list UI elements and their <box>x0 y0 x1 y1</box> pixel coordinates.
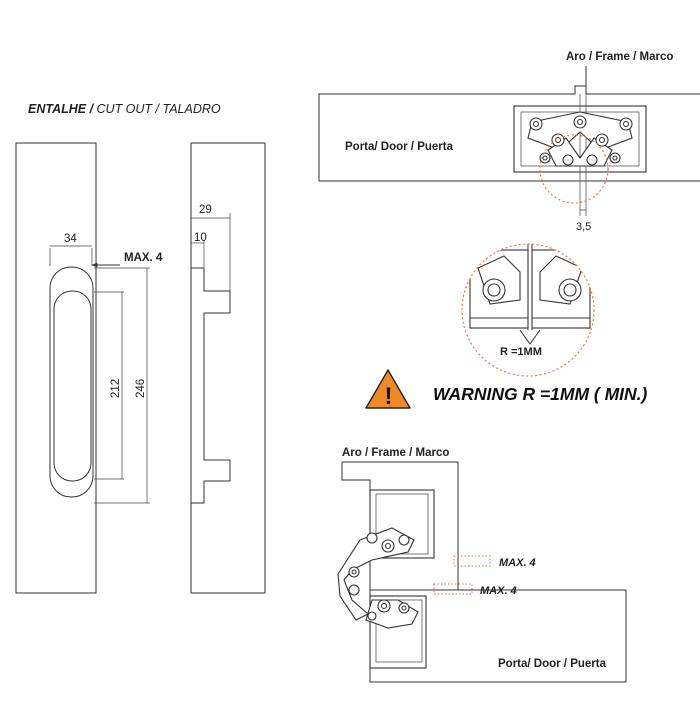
bottom-hinge-detail: Aro / Frame / Marco Porta/ Door / Puerta… <box>337 447 627 683</box>
cutout-side-section: 29 10 <box>190 142 266 594</box>
bottom-frame-outline <box>342 461 459 590</box>
dim-max-label: MAX. 4 <box>124 252 163 264</box>
bottom-max-lower-label: MAX. 4 <box>480 585 517 597</box>
zoom-detail: R =1MM <box>461 243 595 377</box>
pocket-profile <box>191 267 231 504</box>
bottom-frame-label: Aro / Frame / Marco <box>342 447 449 459</box>
cutout-section: ENTALHE / CUT OUT / TALADRO 34 MAX. 4 21… <box>15 102 221 594</box>
bottom-door-label: Porta/ Door / Puerta <box>498 658 607 670</box>
pocket-outer <box>49 266 94 498</box>
top-frame-label: Aro / Frame / Marco <box>566 51 673 63</box>
dim-29-label: 29 <box>199 204 212 216</box>
top-detail-marker <box>539 134 609 204</box>
dim-212-label: 212 <box>110 379 122 398</box>
warning-symbol: ! <box>385 383 393 410</box>
top-hinge-linkage <box>527 111 633 167</box>
dim-246-label: 246 <box>135 379 147 398</box>
warning-block: ! WARNING R =1MM ( MIN.) <box>365 369 648 410</box>
dim-10-label: 10 <box>194 232 207 244</box>
dim-width-label: 34 <box>64 233 77 245</box>
radius-pointer <box>519 329 541 345</box>
bottom-max-upper-label: MAX. 4 <box>499 557 536 569</box>
bottom-hinge-linkage <box>337 527 419 629</box>
top-hinge-detail: Aro / Frame / Marco Porta/ Door / Puerta <box>318 51 700 233</box>
cutout-title: ENTALHE / CUT OUT / TALADRO <box>28 102 221 116</box>
door-edge-side <box>190 142 266 594</box>
pocket-inner <box>53 290 92 482</box>
top-door-label: Porta/ Door / Puerta <box>345 141 454 153</box>
warning-text: WARNING R =1MM ( MIN.) <box>433 384 648 404</box>
warning-icon <box>365 369 411 409</box>
gap-label: 3,5 <box>576 221 591 233</box>
zoom-circle <box>461 243 595 377</box>
radius-label: R =1MM <box>500 346 542 358</box>
door-edge-front <box>15 142 97 594</box>
bottom-max-upper-marker <box>453 555 491 567</box>
bottom-max-lower-marker <box>433 583 473 595</box>
